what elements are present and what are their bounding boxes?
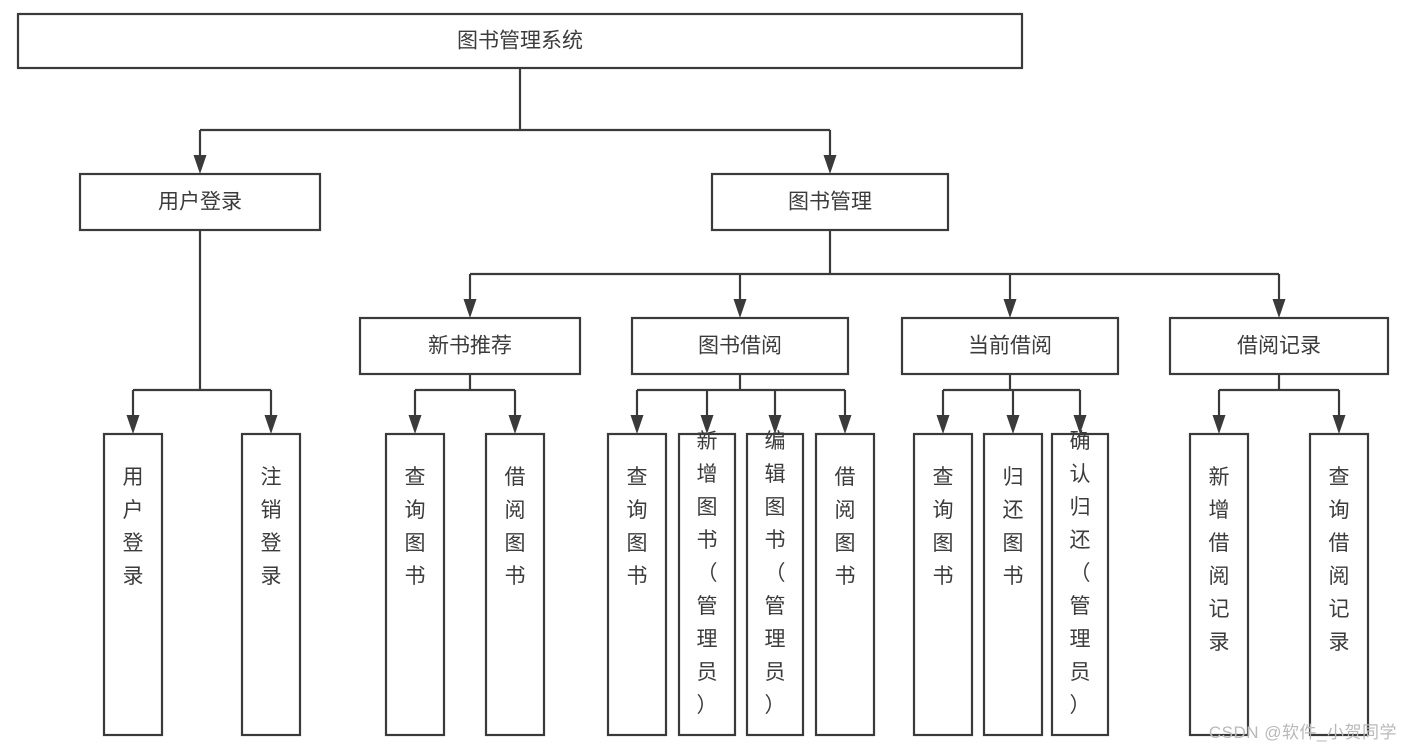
node-function-leaf-add-record[interactable]: 新增借阅记录 <box>1188 432 1250 737</box>
node-label: 查询图书 <box>627 466 648 588</box>
node-function-leaf-borrow-book-2[interactable]: 借阅图书 <box>814 432 876 737</box>
node-root-图书管理系统[interactable]: 图书管理系统 <box>16 12 1024 70</box>
arrowhead-icon <box>408 415 422 434</box>
connector-group-borrow-record <box>1212 374 1346 434</box>
node-label: 查询借阅记录 <box>1329 466 1350 654</box>
connector-group-new-book-recommend <box>408 374 522 434</box>
node-box[interactable] <box>900 316 1120 376</box>
node-layer: 图书管理系统用户登录图书管理新书推荐图书借阅当前借阅借阅记录用户登录注销登录查询… <box>16 12 1390 737</box>
node-label: 借阅图书 <box>835 466 856 588</box>
node-box[interactable] <box>745 432 805 737</box>
node-function-leaf-query-record[interactable]: 查询借阅记录 <box>1308 432 1370 737</box>
arrowhead-icon <box>193 155 207 174</box>
node-submodule-borrow-record[interactable]: 借阅记录 <box>1168 316 1390 376</box>
arrowhead-icon <box>1272 299 1286 318</box>
arrowhead-icon <box>936 415 950 434</box>
connector-group-book-borrow <box>630 374 852 434</box>
node-label: 新增图书（管理员） <box>697 430 718 717</box>
arrowhead-icon <box>1212 415 1226 434</box>
node-function-leaf-query-book-3[interactable]: 查询图书 <box>912 432 974 737</box>
arrowhead-icon <box>733 299 747 318</box>
node-module-user-login[interactable]: 用户登录 <box>78 172 322 232</box>
node-box[interactable] <box>606 432 668 737</box>
connector-layer <box>126 68 1346 434</box>
node-function-leaf-borrow-book-1[interactable]: 借阅图书 <box>484 432 546 737</box>
arrowhead-icon <box>463 299 477 318</box>
node-box[interactable] <box>710 172 950 232</box>
node-box[interactable] <box>630 316 850 376</box>
node-submodule-new-book-recommend[interactable]: 新书推荐 <box>358 316 582 376</box>
arrowhead-icon <box>838 415 852 434</box>
arrowhead-icon <box>768 415 782 434</box>
node-function-leaf-query-book-1[interactable]: 查询图书 <box>384 432 446 737</box>
node-label: 当前借阅 <box>968 335 1052 358</box>
node-label: 新书推荐 <box>428 335 512 358</box>
node-label: 用户登录 <box>123 466 144 588</box>
node-box[interactable] <box>1308 432 1370 737</box>
node-function-leaf-logout[interactable]: 注销登录 <box>240 432 302 737</box>
node-label: 借阅图书 <box>505 466 526 588</box>
arrowhead-icon <box>508 415 522 434</box>
node-label: 注销登录 <box>261 466 282 588</box>
node-label: 新增借阅记录 <box>1209 466 1230 654</box>
node-box[interactable] <box>814 432 876 737</box>
node-box[interactable] <box>1168 316 1390 376</box>
node-function-leaf-return-book[interactable]: 归还图书 <box>982 432 1044 737</box>
arrowhead-icon <box>700 415 714 434</box>
node-function-leaf-add-book[interactable]: 新增图书（管理员） <box>677 430 737 737</box>
node-box[interactable] <box>1188 432 1250 737</box>
node-label: 图书管理 <box>788 191 872 214</box>
node-label: 用户登录 <box>158 191 242 214</box>
node-module-book-manage[interactable]: 图书管理 <box>710 172 950 232</box>
node-box[interactable] <box>484 432 546 737</box>
node-function-leaf-edit-book[interactable]: 编辑图书（管理员） <box>745 430 805 737</box>
node-function-leaf-query-book-2[interactable]: 查询图书 <box>606 432 668 737</box>
connector-group-book-manage <box>463 230 1286 318</box>
arrowhead-icon <box>1003 299 1017 318</box>
node-box[interactable] <box>78 172 322 232</box>
arrowhead-icon <box>1332 415 1346 434</box>
node-box[interactable] <box>677 432 737 737</box>
arrowhead-icon <box>126 415 140 434</box>
node-label: 借阅记录 <box>1237 335 1321 358</box>
connector-group-root <box>193 68 837 174</box>
node-box[interactable] <box>240 432 302 737</box>
arrowhead-icon <box>823 155 837 174</box>
node-function-leaf-confirm-return[interactable]: 确认归还（管理员） <box>1050 430 1110 737</box>
node-label: 归还图书 <box>1003 466 1024 588</box>
arrowhead-icon <box>1073 415 1087 434</box>
node-label: 查询图书 <box>405 466 426 588</box>
node-function-leaf-user-login[interactable]: 用户登录 <box>102 432 164 737</box>
node-box[interactable] <box>1050 432 1110 737</box>
arrowhead-icon <box>264 415 278 434</box>
node-label: 查询图书 <box>933 466 954 588</box>
node-box[interactable] <box>912 432 974 737</box>
node-label: 图书管理系统 <box>457 30 583 53</box>
arrowhead-icon <box>1006 415 1020 434</box>
connector-group-current-borrow <box>936 374 1087 434</box>
node-label: 编辑图书（管理员） <box>765 430 786 717</box>
arrowhead-icon <box>630 415 644 434</box>
node-box[interactable] <box>982 432 1044 737</box>
node-label: 图书借阅 <box>698 335 782 358</box>
node-label: 确认归还（管理员） <box>1070 430 1091 717</box>
connector-group-user-login <box>126 230 278 434</box>
node-box[interactable] <box>358 316 582 376</box>
node-box[interactable] <box>16 12 1024 70</box>
node-box[interactable] <box>102 432 164 737</box>
node-submodule-book-borrow[interactable]: 图书借阅 <box>630 316 850 376</box>
node-box[interactable] <box>384 432 446 737</box>
node-submodule-current-borrow[interactable]: 当前借阅 <box>900 316 1120 376</box>
